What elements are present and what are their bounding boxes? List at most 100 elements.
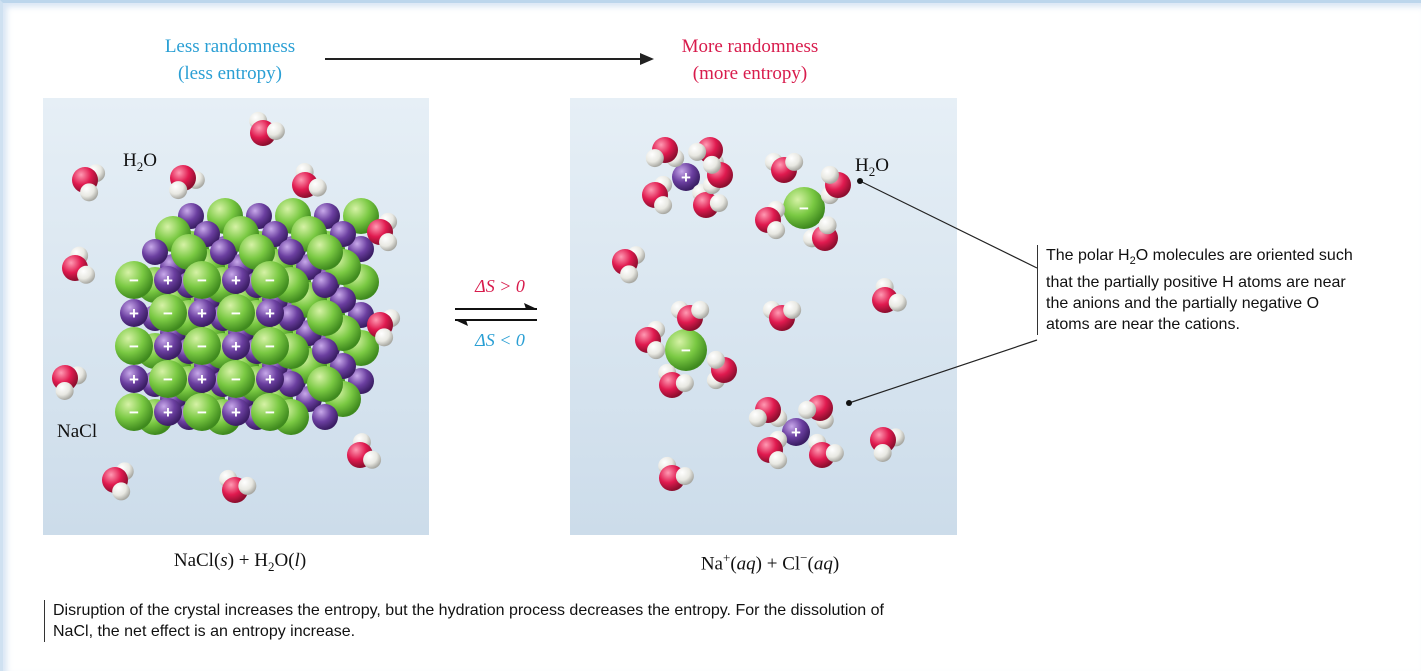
chloride-ion <box>307 366 343 402</box>
plus-sign: + <box>129 370 139 389</box>
less-randomness-line1: Less randomness <box>164 36 296 57</box>
minus-sign: − <box>129 337 139 356</box>
plus-sign: + <box>265 304 275 323</box>
minus-sign: − <box>129 403 139 422</box>
hydrogen-atom <box>873 443 892 462</box>
delta-s-negative: ΔS < 0 <box>475 330 525 350</box>
hydrogen-atom <box>654 196 673 215</box>
sodium-ion <box>312 338 338 364</box>
minus-sign: − <box>163 370 173 389</box>
chloride-ion <box>665 329 707 371</box>
water-label-left: H2O <box>123 150 157 174</box>
sodium-ion <box>222 332 250 360</box>
plus-sign: + <box>197 370 207 389</box>
sodium-ion <box>782 418 810 446</box>
chloride-ion <box>149 294 187 332</box>
minus-sign: − <box>197 403 207 422</box>
chloride-ion <box>307 300 343 336</box>
chloride-ion <box>251 393 289 431</box>
hydrogen-atom <box>308 178 327 197</box>
minus-sign: − <box>265 337 275 356</box>
plus-sign: + <box>231 337 241 356</box>
sodium-ion <box>120 299 148 327</box>
plus-sign: + <box>231 271 241 290</box>
sodium-ion <box>278 371 304 397</box>
chloride-ion <box>307 234 343 270</box>
minus-sign: − <box>163 304 173 323</box>
more-randomness-line1: More randomness <box>681 36 819 57</box>
hydrogen-atom <box>748 409 767 428</box>
hydrogen-atom <box>375 328 394 347</box>
hydrogen-atom <box>706 350 725 369</box>
sodium-ion <box>278 305 304 331</box>
sodium-ion <box>120 365 148 393</box>
plus-sign: + <box>265 370 275 389</box>
minus-sign: − <box>799 199 809 218</box>
hydrogen-atom <box>112 482 131 501</box>
chloride-ion <box>251 261 289 299</box>
randomness-arrow-head <box>640 53 654 65</box>
chloride-ion <box>115 261 153 299</box>
chloride-ion <box>183 261 221 299</box>
hydrogen-atom <box>767 221 786 240</box>
less-randomness-label: Less randomness (less entropy) <box>120 33 340 87</box>
plus-sign: + <box>197 304 207 323</box>
less-randomness-line2: (less entropy) <box>178 63 282 84</box>
minus-sign: − <box>265 403 275 422</box>
hydrogen-atom <box>688 142 707 161</box>
more-randomness-line2: (more entropy) <box>692 63 808 84</box>
hydrogen-atom <box>620 265 639 284</box>
sodium-ion <box>142 239 168 265</box>
chloride-ion <box>251 327 289 365</box>
minus-sign: − <box>197 337 207 356</box>
hydrogen-atom <box>80 183 99 202</box>
entropy-footnote: Disruption of the crystal increases the … <box>44 600 893 642</box>
hydrogen-atom <box>702 155 721 174</box>
chloride-ion <box>783 187 825 229</box>
sodium-ion <box>222 398 250 426</box>
chloride-ion <box>183 327 221 365</box>
sodium-ion <box>312 404 338 430</box>
minus-sign: − <box>681 341 691 360</box>
equation-right: Na+(aq) + Cl−(aq) <box>700 550 840 575</box>
hydrogen-atom <box>363 450 382 469</box>
dissolved-ions-panel <box>570 98 957 535</box>
sodium-ion <box>154 332 182 360</box>
chloride-ion <box>217 360 255 398</box>
minus-sign: − <box>231 370 241 389</box>
plus-sign: + <box>231 403 241 422</box>
water-label-right: H2O <box>855 155 889 179</box>
hydrogen-atom <box>55 381 74 400</box>
minus-sign: − <box>197 271 207 290</box>
sodium-ion <box>188 299 216 327</box>
plus-sign: + <box>163 403 173 422</box>
hydrogen-atom <box>888 293 907 312</box>
sodium-ion <box>278 239 304 265</box>
hydrogen-atom <box>783 300 802 319</box>
hydrogen-atom <box>379 233 398 252</box>
sodium-ion <box>256 365 284 393</box>
sodium-ion <box>154 398 182 426</box>
hydrogen-atom <box>675 374 694 393</box>
randomness-arrow-line <box>325 58 645 60</box>
nacl-label: NaCl <box>57 421 98 442</box>
hydrogen-atom <box>675 467 694 486</box>
hydrogen-atom <box>266 122 285 141</box>
polar-water-callout: The polar H2O molecules are oriented suc… <box>1037 245 1366 336</box>
sodium-ion <box>672 163 700 191</box>
chloride-ion <box>115 393 153 431</box>
hydrogen-atom <box>238 476 257 495</box>
hydrogen-atom <box>647 341 666 360</box>
more-randomness-label: More randomness (more entropy) <box>640 33 860 87</box>
sodium-ion <box>154 266 182 294</box>
hydrogen-atom <box>818 216 837 235</box>
hydrogen-atom <box>691 300 710 319</box>
plus-sign: + <box>129 304 139 323</box>
sodium-ion <box>312 272 338 298</box>
minus-sign: − <box>265 271 275 290</box>
plus-sign: + <box>791 423 801 442</box>
forward-arrow-head <box>524 303 537 309</box>
hydrogen-atom <box>825 444 844 463</box>
chloride-ion <box>115 327 153 365</box>
hydrogen-atom <box>645 149 664 168</box>
